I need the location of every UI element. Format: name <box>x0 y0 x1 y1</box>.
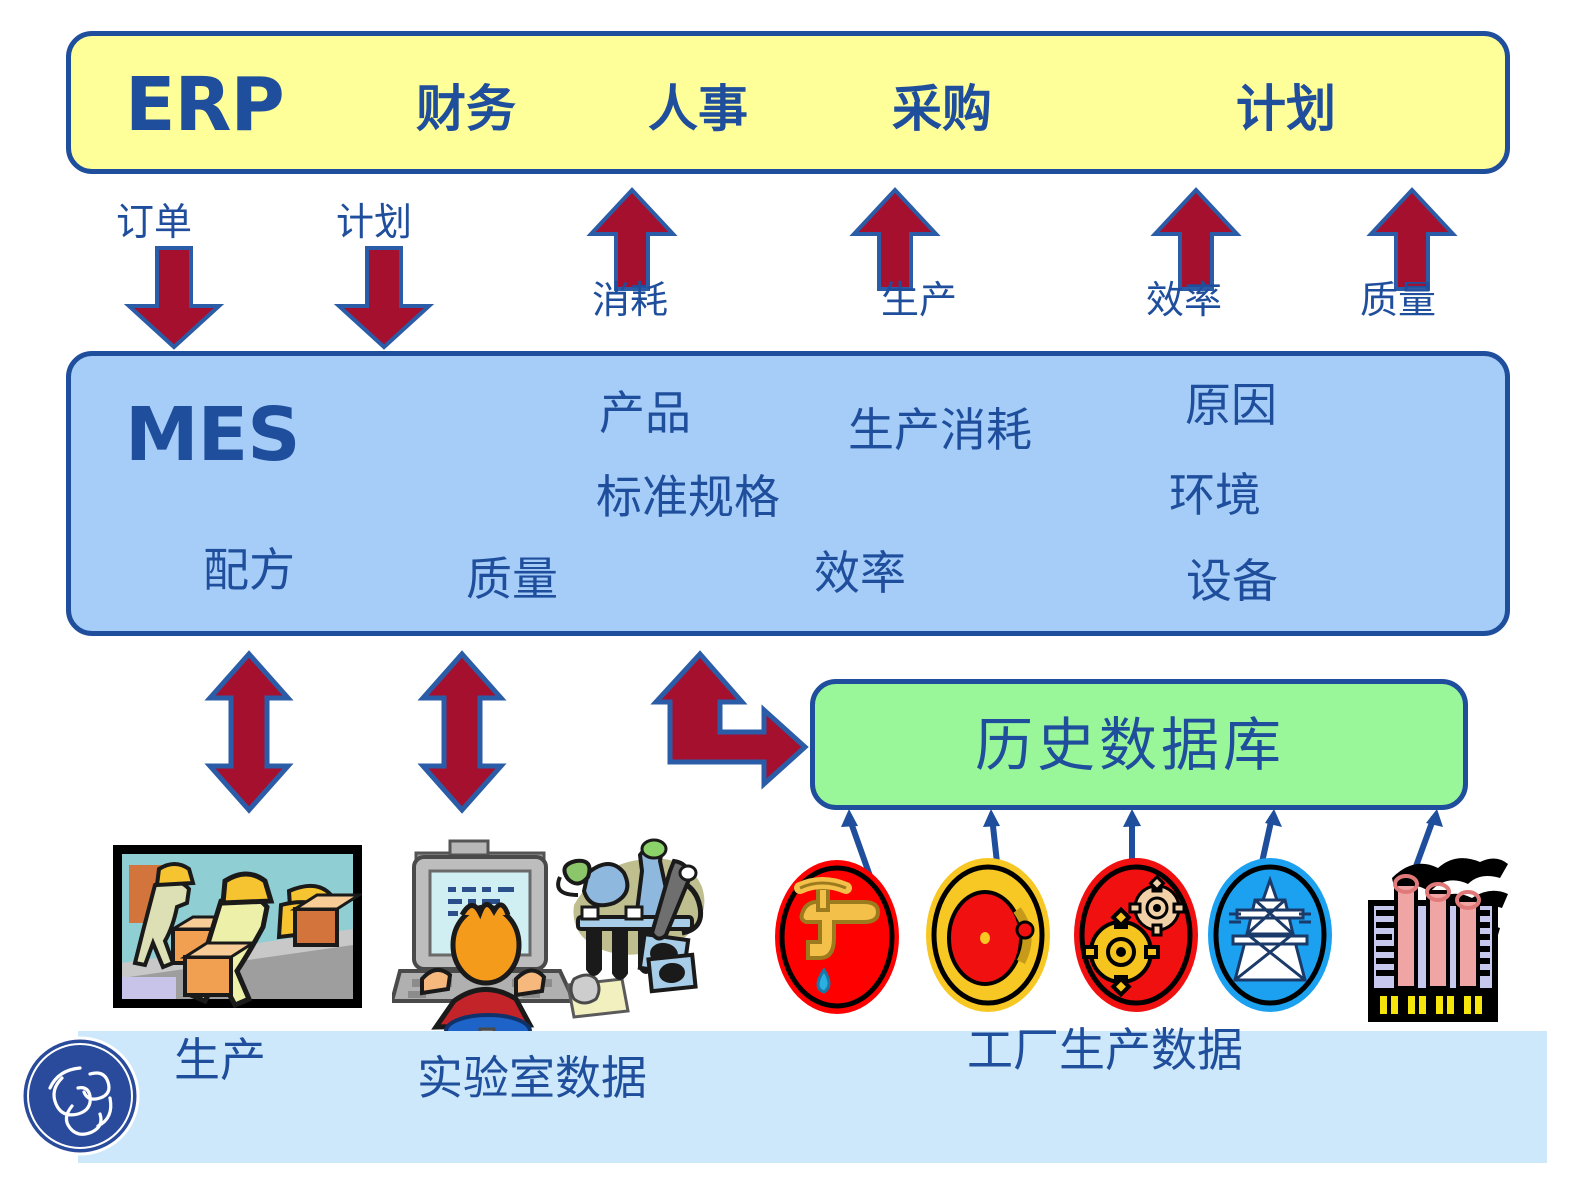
flow-arrow-zhiliang <box>1366 187 1458 291</box>
flow-arrow-dingdan <box>123 246 225 350</box>
flow-label-jihua: 计划 <box>336 200 413 244</box>
mes-item-chanpin: 产品 <box>599 386 691 440</box>
mes-layer-box <box>66 351 1510 636</box>
lab-workstation-icon <box>392 838 705 1055</box>
source-label-lab-data: 实验室数据 <box>417 1051 647 1105</box>
erp-module-caigou: 采购 <box>892 79 992 138</box>
flow-label-xiaolv: 效率 <box>1146 278 1223 322</box>
source-label-production: 生产 <box>174 1033 266 1087</box>
flow-arrow-xiaohao <box>586 187 678 291</box>
erp-title: ERP <box>125 62 285 148</box>
factory-smokestack-icon <box>1368 858 1508 1022</box>
erp-layer-box <box>66 31 1510 174</box>
flow-arrow-xiaolv <box>1150 187 1242 291</box>
bidirectional-arrow-lab <box>417 650 507 814</box>
flow-label-zhiliang: 质量 <box>1360 278 1437 322</box>
mes-item-huanjing: 环境 <box>1169 468 1261 522</box>
valve-gauge-icon <box>926 858 1050 1012</box>
power-tower-icon <box>1208 858 1332 1012</box>
erp-module-jihua: 计划 <box>1236 79 1336 138</box>
erp-module-renshi: 人事 <box>648 79 748 138</box>
mes-title: MES <box>125 392 300 478</box>
mes-item-peifang: 配方 <box>203 543 295 597</box>
flow-label-xiaohao: 消耗 <box>592 278 669 322</box>
production-line-icon <box>113 845 362 1008</box>
flow-label-shengchan: 生产 <box>881 278 958 322</box>
source-label-plant-data: 工厂生产数据 <box>967 1023 1243 1077</box>
mes-item-biaozhunguige: 标准规格 <box>596 470 780 524</box>
mes-item-zhiliang: 质量 <box>466 552 558 606</box>
bottom-caption-band <box>78 1031 1547 1163</box>
flow-arrow-jihua <box>333 246 435 350</box>
water-faucet-icon <box>775 860 899 1014</box>
flow-arrow-shengchan <box>849 187 941 291</box>
bidirectional-arrow-production <box>204 650 294 814</box>
ge-logo: GE <box>20 1036 140 1156</box>
gears-icon <box>1074 858 1198 1012</box>
historian-label: 历史数据库 <box>975 711 1286 779</box>
mes-item-xiaolv: 效率 <box>814 546 906 600</box>
bent-arrow-mes-to-historian <box>650 650 809 790</box>
historian-box <box>810 679 1468 810</box>
mes-item-yuanyin: 原因 <box>1185 378 1277 432</box>
erp-module-caiwu: 财务 <box>416 79 516 138</box>
mes-item-shebei: 设备 <box>1186 554 1278 608</box>
mes-item-shengchanxiaohao: 生产消耗 <box>848 403 1032 457</box>
flow-label-dingdan: 订单 <box>116 200 193 244</box>
